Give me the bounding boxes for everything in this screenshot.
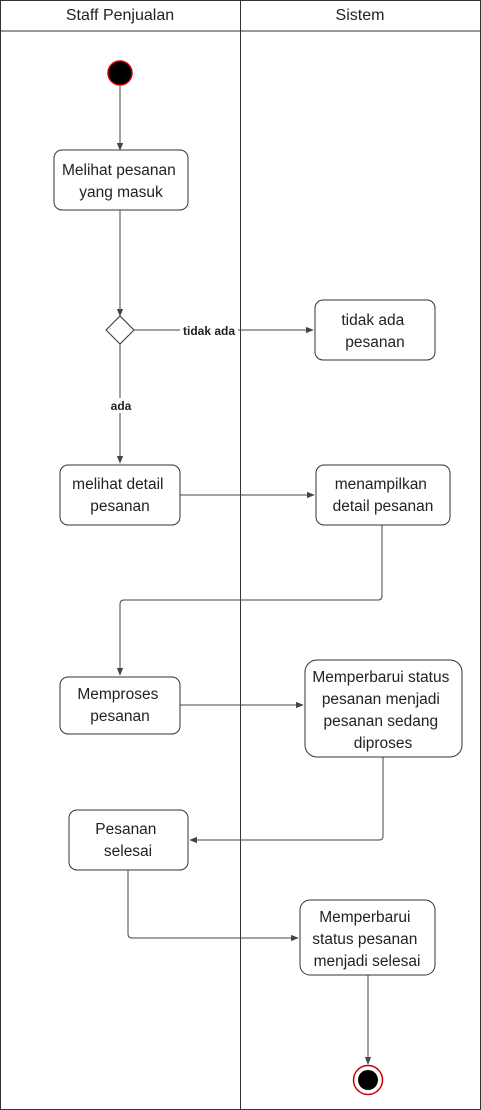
activity-update-done: Memperbarui status pesanan menjadi seles… [299,899,436,976]
activity-update-processing-line-1: Memperbarui status [312,669,449,686]
svg-text:melihat detail pesanan: melihat detail pesanan [72,476,168,515]
activity-process-order-line-2: pesanan [90,708,149,725]
activity-order-done: Pesanan selesai [68,809,189,871]
activity-order-done-line-1: Pesanan [95,821,156,838]
edge-order-done-to-update-done [127,870,299,942]
activity-view-orders: Melihat pesanan yang masuk [53,149,189,211]
edge-label-no-bg [180,323,238,338]
activity-process-order: Memproses pesanan [59,676,181,735]
svg-text:menampilkan detail pesan: menampilkan detail pesanan [333,476,434,515]
lane-title-staff: Staff Penjualan [66,7,174,24]
start-node [107,60,133,86]
activity-order-done-line-2: selesai [104,843,152,860]
svg-text:Memperbarui status pesan: Memperbarui status pesanan menjadi seles… [312,909,421,970]
activity-update-done-line-3: menjadi selesai [314,953,421,970]
edge-label-no: tidak ada [183,324,235,338]
activity-view-detail-line-2: pesanan [90,498,149,515]
activity-update-done-line-1: Memperbarui [319,909,410,926]
lane-title-system: Sistem [336,7,385,24]
activity-update-processing-line-2: pesanan menjadi [322,691,440,708]
activity-update-processing: Memperbarui status pesanan menjadi pesan… [304,659,463,758]
activity-view-detail: melihat detail pesanan [59,464,181,526]
edge-show-detail-to-process-order [116,525,383,676]
end-node [352,1064,384,1096]
edge-label-yes-bg [106,398,136,413]
edge-label-yes: ada [111,399,132,413]
activity-show-detail-line-2: detail pesanan [333,498,434,515]
activity-view-detail-line-1: melihat detail [72,476,163,493]
decision-node [105,315,135,345]
activity-update-processing-line-4: diproses [354,735,413,752]
activity-show-detail: menampilkan detail pesanan [315,464,451,526]
activity-process-order-line-1: Memproses [77,686,158,703]
activity-update-done-line-2: status pesanan [312,931,417,948]
activity-no-orders-line-1: tidak ada [341,312,404,329]
svg-text:Pesanan selesai: Pesanan selesai [95,821,161,860]
activity-view-orders-line-2: yang masuk [79,184,163,201]
activity-view-orders-line-1: Melihat pesanan [62,162,176,179]
svg-text:Melihat pesanan yang mas: Melihat pesanan yang masuk [62,162,180,201]
svg-text:Memperbarui status pesan: Memperbarui status pesanan menjadi pesan… [312,669,453,752]
activity-show-detail-line-1: menampilkan [335,476,427,493]
activity-update-processing-line-3: pesanan sedang [324,713,439,730]
activity-no-orders-line-2: pesanan [345,334,404,351]
svg-text:Memproses pesanan: Memproses pesanan [77,686,162,725]
edge-update-processing-to-order-done [189,757,384,844]
activity-no-orders: tidak ada pesanan [314,299,436,361]
svg-text:tidak ada pesanan: tidak ada pesanan [341,312,408,351]
